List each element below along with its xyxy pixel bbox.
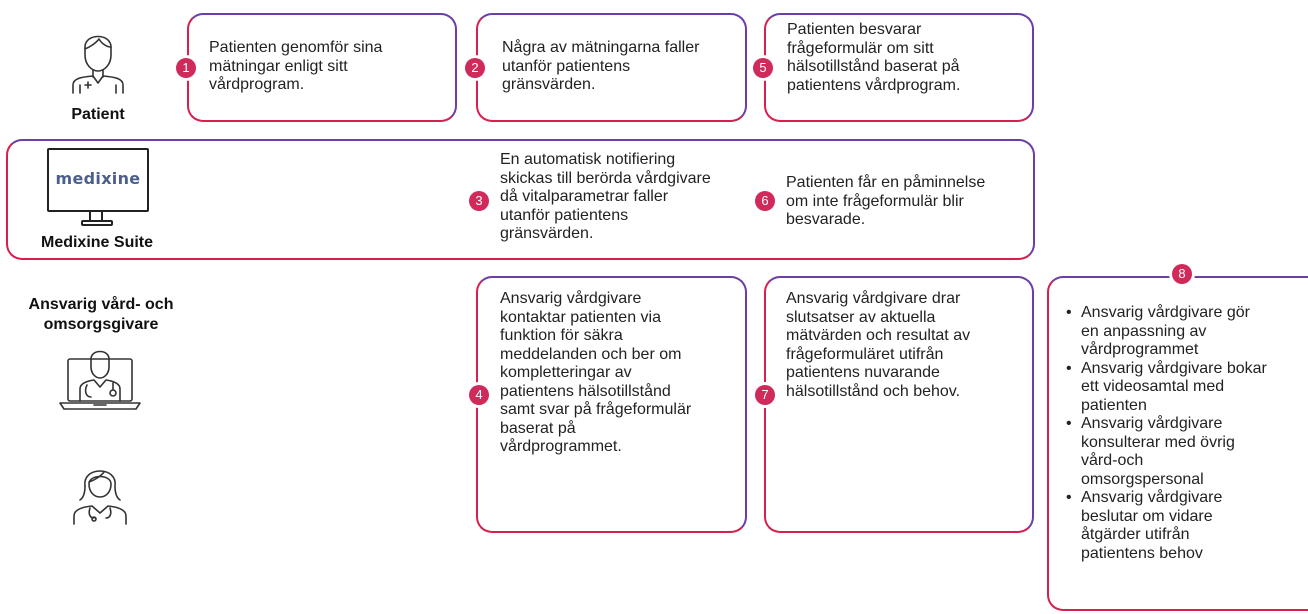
step-3-text: En automatisk notifiering skickas till b… (500, 151, 711, 242)
step-8-item-text: Ansvarig vårdgivare beslutar om vidare å… (1081, 489, 1223, 562)
step-1-box (187, 13, 457, 122)
step-1-text: Patienten genomför sina mätningar enligt… (209, 39, 383, 93)
medixine-suite-lane (6, 139, 1035, 260)
patient-icon (72, 35, 124, 94)
step-2-box (476, 13, 747, 122)
step-8-item: Ansvarig vårdgivare konsulterar med övri… (1066, 415, 1306, 489)
medixine-logo: medixine (55, 169, 141, 188)
step-8-item-text: Ansvarig vårdgivare konsulterar med övri… (1081, 415, 1235, 488)
step-6-text: Patienten får en påminnelse om inte fråg… (786, 174, 986, 228)
step-8-item: Ansvarig vårdgivare bokar ett videosamta… (1066, 360, 1306, 416)
medixine-suite-label: Medixine Suite (40, 234, 154, 251)
monitor-stand (89, 210, 103, 220)
step-4-text: Ansvarig vårdgivare kontaktar patienten … (500, 290, 692, 455)
monitor-icon: medixine (47, 148, 149, 230)
patient-label: Patient (71, 106, 125, 123)
step-4-badge: 4 (469, 385, 489, 405)
monitor-screen (47, 148, 149, 212)
step-2-text: Några av mätningarna faller utanför pati… (502, 39, 700, 93)
step-5-box (764, 13, 1034, 122)
step-7-badge: 7 (755, 385, 775, 405)
step-1-badge: 1 (176, 58, 196, 78)
doctor-laptop-icon (59, 350, 141, 410)
step-8-item-text: Ansvarig vårdgivare gör en anpassning av… (1081, 304, 1250, 358)
step-8-item: Ansvarig vårdgivare gör en anpassning av… (1066, 304, 1306, 360)
caregiver-label: Ansvarig vård- och omsorgsgivare (28, 296, 174, 333)
step-8-badge: 8 (1172, 264, 1192, 284)
monitor-base (81, 220, 113, 226)
step-5-text: Patienten besvarar frågeformulär om sitt… (787, 21, 961, 94)
step-3-badge: 3 (469, 191, 489, 211)
step-7-text: Ansvarig vårdgivare drar slutsatser av a… (786, 290, 971, 400)
step-5-badge: 5 (753, 58, 773, 78)
step-8-item: Ansvarig vårdgivare beslutar om vidare å… (1066, 489, 1306, 563)
step-6-badge: 6 (755, 191, 775, 211)
nurse-icon (73, 470, 127, 525)
step-2-badge: 2 (465, 58, 485, 78)
step-4-box (476, 276, 747, 533)
step-8-item-text: Ansvarig vårdgivare bokar ett videosamta… (1081, 359, 1267, 414)
step-8-list: Ansvarig vårdgivare gör en anpassning av… (1066, 304, 1306, 563)
